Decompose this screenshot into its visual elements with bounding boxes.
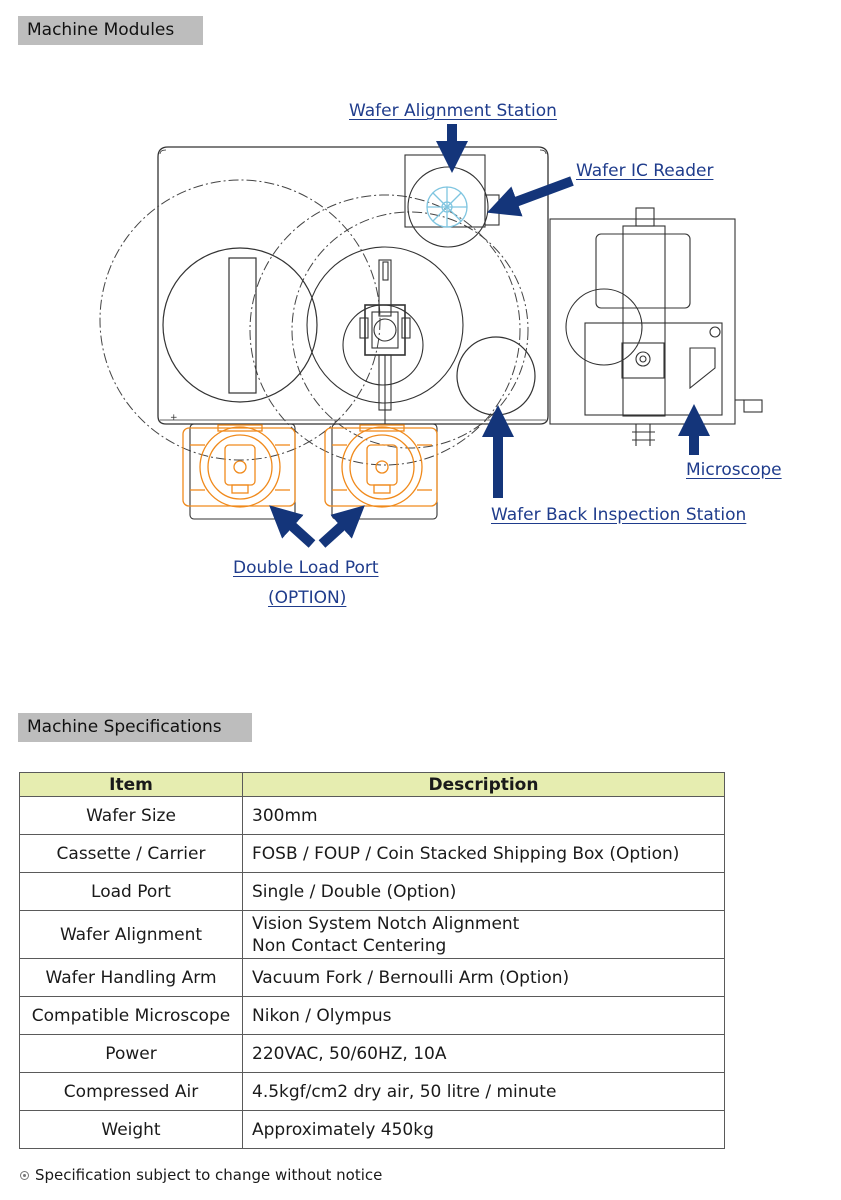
cell-item: Compressed Air <box>19 1072 243 1111</box>
cell-item: Wafer Size <box>19 796 243 835</box>
arrow-ic-reader <box>487 176 574 217</box>
table-row: Compatible Microscope Nikon / Olympus <box>19 996 725 1035</box>
table-row: Weight Approximately 450kg <box>19 1110 725 1149</box>
table-row: Load Port Single / Double (Option) <box>19 872 725 911</box>
description-line: Vacuum Fork / Bernoulli Arm (Option) <box>252 967 570 988</box>
cell-item: Compatible Microscope <box>19 996 243 1035</box>
table-row: Power 220VAC, 50/60HZ, 10A <box>19 1034 725 1073</box>
table-row: Compressed Air 4.5kgf/cm2 dry air, 50 li… <box>19 1072 725 1111</box>
wafer-alignment-station <box>404 154 500 248</box>
cell-description: Nikon / Olympus <box>242 996 725 1035</box>
left-load-port <box>182 424 296 508</box>
table-header-row: Item Description <box>19 772 725 797</box>
cell-description: Approximately 450kg <box>242 1110 725 1149</box>
description-line: 4.5kgf/cm2 dry air, 50 litre / minute <box>252 1081 557 1102</box>
cell-item: Wafer Alignment <box>19 910 243 959</box>
description-line: FOSB / FOUP / Coin Stacked Shipping Box … <box>252 843 680 864</box>
description-line: Single / Double (Option) <box>252 881 457 902</box>
table-row: Wafer Alignment Vision System Notch Alig… <box>19 910 725 959</box>
description-line: Non Contact Centering <box>252 935 447 956</box>
cell-description: 4.5kgf/cm2 dry air, 50 litre / minute <box>242 1072 725 1111</box>
sweep-circles <box>99 179 529 466</box>
wafer-back-inspection-circle <box>456 336 536 416</box>
section-header-machine-specifications: Machine Specifications <box>18 713 252 742</box>
label-wafer-alignment-station: Wafer Alignment Station <box>349 101 557 121</box>
description-line: Vision System Notch Alignment <box>252 913 520 934</box>
label-double-load-port: Double Load Port <box>233 558 379 578</box>
cell-description: 220VAC, 50/60HZ, 10A <box>242 1034 725 1073</box>
table-row: Wafer Handling Arm Vacuum Fork / Bernoul… <box>19 958 725 997</box>
description-line: Nikon / Olympus <box>252 1005 392 1026</box>
footnote: Specification subject to change without … <box>20 1166 382 1184</box>
label-wafer-ic-reader: Wafer IC Reader <box>576 161 714 181</box>
right-load-port <box>324 424 438 508</box>
main-machine-body: + <box>157 146 549 425</box>
cell-description: FOSB / FOUP / Coin Stacked Shipping Box … <box>242 834 725 873</box>
footnote-text: Specification subject to change without … <box>35 1166 383 1184</box>
column-header-description: Description <box>242 772 725 797</box>
table-row: Wafer Size 300mm <box>19 796 725 835</box>
machine-modules-diagram: + <box>99 124 763 548</box>
label-microscope: Microscope <box>686 460 782 480</box>
bullet-icon <box>20 1170 29 1180</box>
callout-arrows <box>269 124 711 548</box>
cell-description: Vacuum Fork / Bernoulli Arm (Option) <box>242 958 725 997</box>
cell-description: Single / Double (Option) <box>242 872 725 911</box>
cell-item: Power <box>19 1034 243 1073</box>
svg-text:+: + <box>170 413 178 423</box>
description-line: Approximately 450kg <box>252 1119 434 1140</box>
table-row: Cassette / Carrier FOSB / FOUP / Coin St… <box>19 834 725 873</box>
microscope-module <box>549 207 763 446</box>
left-cassette-station <box>162 247 318 403</box>
arrow-load-port-left <box>269 505 316 548</box>
label-wafer-back-inspection-station: Wafer Back Inspection Station <box>491 505 747 525</box>
description-line: 300mm <box>252 805 318 826</box>
cell-item: Load Port <box>19 872 243 911</box>
robot-area <box>306 246 464 424</box>
label-option: (OPTION) <box>268 588 347 608</box>
cell-item: Weight <box>19 1110 243 1149</box>
cell-description: 300mm <box>242 796 725 835</box>
cell-description: Vision System Notch Alignment Non Contac… <box>242 910 725 959</box>
specifications-table: Item Description Wafer Size 300mm Casset… <box>19 772 725 1149</box>
cell-item: Wafer Handling Arm <box>19 958 243 997</box>
column-header-item: Item <box>19 772 243 797</box>
section-header-machine-modules: Machine Modules <box>18 16 203 45</box>
description-line: 220VAC, 50/60HZ, 10A <box>252 1043 447 1064</box>
cell-item: Cassette / Carrier <box>19 834 243 873</box>
arrow-load-port-right <box>318 505 365 548</box>
